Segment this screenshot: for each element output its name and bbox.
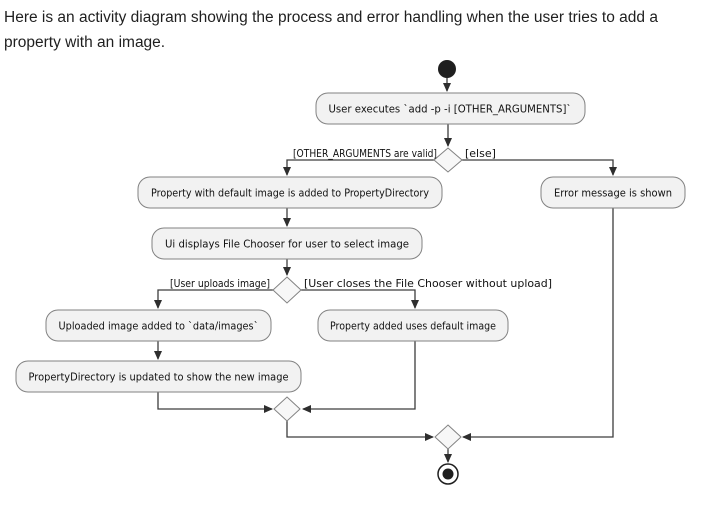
activity-user-executes bbox=[315, 92, 586, 125]
activity-add-default bbox=[137, 176, 443, 209]
edge-else-to-error bbox=[462, 159, 617, 176]
guard-user-uploads: [User uploads image] bbox=[170, 277, 270, 290]
activity-image-added bbox=[45, 309, 272, 342]
activity-default-used bbox=[317, 309, 509, 342]
final-node bbox=[442, 468, 454, 480]
edge-uploads-to-image-added bbox=[154, 289, 273, 309]
activity-directory-updated bbox=[15, 360, 302, 393]
description-line-1: Here is an activity diagram showing the … bbox=[4, 9, 658, 26]
edge-closes-to-default-used bbox=[301, 289, 419, 309]
guard-user-closes: [User closes the File Chooser without up… bbox=[304, 277, 552, 290]
edge-directory-updated-to-merge1 bbox=[157, 392, 273, 413]
activity-user-executes-label: User executes `add -p -i [OTHER_ARGUMENT… bbox=[329, 103, 572, 116]
edge-merge1-to-merge2 bbox=[286, 421, 434, 441]
description-text: Here is an activity diagram showing the … bbox=[4, 5, 658, 55]
initial-node bbox=[438, 60, 456, 78]
activity-file-chooser-label: Ui displays File Chooser for user to sel… bbox=[165, 238, 409, 251]
edge-default-used-to-merge1 bbox=[302, 341, 416, 413]
activity-error-shown bbox=[540, 176, 686, 209]
guard-else: [else] bbox=[465, 147, 496, 160]
activity-file-chooser bbox=[151, 227, 423, 260]
decision-arguments-valid bbox=[433, 147, 463, 173]
decision-upload-choice bbox=[272, 276, 302, 304]
merge-final bbox=[434, 424, 462, 450]
description-line-2: property with an image. bbox=[4, 34, 166, 51]
edge-valid-to-add-default bbox=[283, 159, 434, 176]
merge-upload-branches bbox=[273, 396, 301, 422]
edge-error-to-merge2 bbox=[462, 208, 614, 441]
activity-add-default-label: Property with default image is added to … bbox=[151, 187, 429, 200]
activity-directory-updated-label: PropertyDirectory is updated to show the… bbox=[29, 371, 289, 384]
activity-error-shown-label: Error message is shown bbox=[554, 187, 672, 200]
activity-default-used-label: Property added uses default image bbox=[330, 320, 496, 333]
activity-image-added-label: Uploaded image added to `data/images` bbox=[59, 320, 259, 333]
guard-arguments-valid: [OTHER_ARGUMENTS are valid] bbox=[293, 147, 437, 160]
